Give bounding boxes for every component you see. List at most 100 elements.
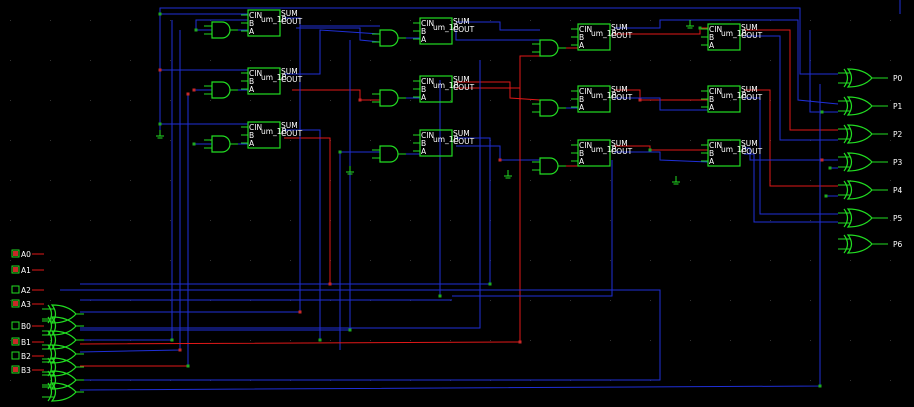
grid-dot <box>530 220 531 221</box>
grid-dot <box>490 100 491 101</box>
grid-dot <box>50 340 51 341</box>
grid-dot <box>650 140 651 141</box>
input-port-a1[interactable]: A1 <box>11 265 44 275</box>
grid-dot <box>210 100 211 101</box>
output-port-p0[interactable]: P0 <box>880 74 903 83</box>
grid-dot <box>810 340 811 341</box>
grid-dot <box>290 140 291 141</box>
junction-dot <box>824 194 828 198</box>
cell-name: um_1B <box>261 15 287 24</box>
output-port-p2[interactable]: P2 <box>880 130 903 139</box>
input-port-a2[interactable]: A2 <box>11 285 44 295</box>
grid-dot <box>610 340 611 341</box>
cell-pin-b: B <box>249 19 254 28</box>
wire <box>744 89 838 187</box>
cell-pin-cout: COUT <box>453 137 475 146</box>
xor-gate-back <box>843 68 849 88</box>
cell-pin-cout: COUT <box>611 93 633 102</box>
ground-icon <box>504 170 512 179</box>
input-port-a3[interactable]: A3 <box>11 299 44 309</box>
and-gate-4 <box>372 89 406 107</box>
grid-dot <box>10 300 11 301</box>
grid-dot <box>290 220 291 221</box>
port-box <box>11 299 20 308</box>
port-fill <box>13 301 18 306</box>
grid-dot <box>10 100 11 101</box>
grid-dot <box>10 380 11 381</box>
and-gate-5 <box>372 145 406 163</box>
junction-dot <box>178 348 182 352</box>
grid-dot <box>690 180 691 181</box>
input-label: A1 <box>21 266 31 275</box>
wire <box>614 89 708 101</box>
cell-pin-b: B <box>709 33 714 42</box>
grid-dot <box>850 300 851 301</box>
wire <box>614 151 709 163</box>
grid-dot <box>410 340 411 341</box>
grid-dot <box>490 20 491 21</box>
grid-dot <box>530 60 531 61</box>
input-port-b2[interactable]: B2 <box>11 351 44 361</box>
output-port-p1[interactable]: P1 <box>880 102 903 111</box>
grid-dot <box>730 260 731 261</box>
grid-dot <box>130 60 131 61</box>
grid-dot <box>130 100 131 101</box>
grid-dot <box>50 380 51 381</box>
grid-dot <box>410 180 411 181</box>
cell-pin-cout: COUT <box>453 83 475 92</box>
cell-pin-a: A <box>249 85 255 94</box>
input-label: B2 <box>21 352 31 361</box>
grid-dot <box>850 260 851 261</box>
input-label: A0 <box>21 250 31 259</box>
xor-gate-body <box>846 234 873 254</box>
grid-dot <box>250 100 251 101</box>
output-port-p5[interactable]: P5 <box>880 214 903 223</box>
grid-dot <box>410 60 411 61</box>
grid-dot <box>890 20 891 21</box>
junction-dot <box>328 282 332 286</box>
and-gate-body <box>211 21 231 39</box>
output-port-p3[interactable]: P3 <box>880 158 903 167</box>
cell-pin-b: B <box>579 95 584 104</box>
grid-dot <box>850 340 851 341</box>
port-fill <box>13 267 18 272</box>
output-port-p4[interactable]: P4 <box>880 186 903 195</box>
grid-dot <box>410 140 411 141</box>
cell-pin-cin: CIN <box>709 141 722 150</box>
grid-dot <box>90 220 91 221</box>
input-port-b0[interactable]: B0 <box>11 321 44 331</box>
and-gate-body <box>211 81 231 99</box>
xor-gate-body <box>50 382 77 402</box>
grid-dot <box>10 220 11 221</box>
grid-dot <box>90 140 91 141</box>
grid-dot <box>650 300 651 301</box>
input-gate-6 <box>42 382 84 402</box>
wire <box>195 19 248 30</box>
xor-gate-body <box>846 152 873 172</box>
input-port-b1[interactable]: B1 <box>11 337 44 347</box>
output-port-p6[interactable]: P6 <box>880 240 903 249</box>
junction-dot <box>348 328 352 332</box>
and-gate-body <box>379 89 399 107</box>
wire <box>614 27 708 35</box>
wire <box>809 30 838 113</box>
cell-name: um_1B <box>721 145 747 154</box>
cell-pin-cout: COUT <box>281 75 303 84</box>
grid-dot <box>810 20 811 21</box>
output-label: P1 <box>893 102 903 111</box>
cell-pin-b: B <box>709 149 714 158</box>
xor-gate-back <box>843 152 849 172</box>
grid-dot <box>530 300 531 301</box>
grid-dot <box>570 220 571 221</box>
grid-dot <box>530 20 531 21</box>
input-port-a0[interactable]: A0 <box>11 249 44 259</box>
grid-dot <box>370 340 371 341</box>
grid-dot <box>650 260 651 261</box>
cell-pin-cin: CIN <box>249 69 262 78</box>
input-port-b3[interactable]: B3 <box>11 365 44 375</box>
cell-pin-sum: SUM <box>453 17 470 26</box>
cell-pin-b: B <box>249 131 254 140</box>
